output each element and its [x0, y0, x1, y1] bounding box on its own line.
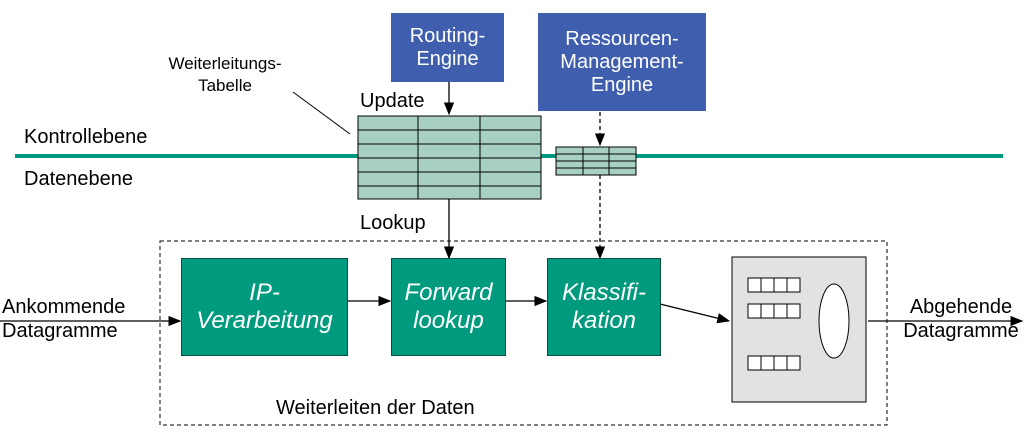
- resource-engine-line2: Management-: [560, 50, 684, 73]
- forwarding-table: [357, 115, 542, 200]
- classification-line2: kation: [571, 307, 637, 334]
- outgoing-label: Abgehende Datagramme: [892, 295, 1030, 343]
- queue-buffer-3: [747, 355, 801, 371]
- incoming-line2: Datagramme: [2, 320, 118, 342]
- table-label-pointer: [292, 91, 351, 135]
- class-to-queue-arrow: [659, 303, 731, 324]
- forward-lookup-block: Forward lookup: [391, 258, 506, 356]
- incoming-line1: Ankommende: [2, 296, 126, 318]
- ip-processing-line2: Verarbeitung: [196, 307, 333, 334]
- forwarding-region-label: Weiterleiten der Daten: [276, 397, 475, 419]
- classification-line1: Klassifi-: [561, 279, 646, 306]
- classification-block: Klassifi- kation: [547, 258, 661, 356]
- resource-engine-line3: Engine: [590, 73, 654, 96]
- ip-processing-block: IP- Verarbeitung: [181, 258, 348, 356]
- ip-processing-line1: IP-: [249, 279, 280, 306]
- forwarding-table-label-line2: Tabelle: [198, 76, 252, 95]
- control-plane-label: Kontrollebene: [24, 126, 148, 148]
- scheduler-ellipse: [818, 283, 850, 359]
- queue-buffer-2: [747, 303, 801, 319]
- outgoing-line1: Abgehende: [909, 296, 1013, 318]
- routing-engine-line1: Routing-: [409, 24, 486, 47]
- routing-engine-box: Routing- Engine: [391, 13, 504, 82]
- forward-lookup-line1: Forward: [404, 279, 493, 306]
- data-plane-label: Datenebene: [24, 168, 133, 190]
- incoming-label: Ankommende Datagramme: [2, 295, 125, 343]
- forward-lookup-line2: lookup: [413, 307, 484, 334]
- outgoing-line2: Datagramme: [903, 320, 1019, 342]
- forwarding-region-border: [159, 240, 888, 426]
- output-queue-block: [731, 256, 867, 403]
- forwarding-table-label-line1: Weiterleitungs-: [168, 54, 282, 73]
- routing-engine-line2: Engine: [416, 47, 479, 70]
- resource-engine-box: Ressourcen- Management- Engine: [538, 13, 706, 111]
- queue-buffer-1: [747, 277, 801, 293]
- forwarding-table-label: Weiterleitungs- Tabelle: [160, 53, 290, 97]
- classification-table: [555, 146, 637, 176]
- lookup-label: Lookup: [360, 212, 426, 234]
- resource-engine-line1: Ressourcen-: [565, 27, 679, 50]
- update-label: Update: [360, 90, 425, 112]
